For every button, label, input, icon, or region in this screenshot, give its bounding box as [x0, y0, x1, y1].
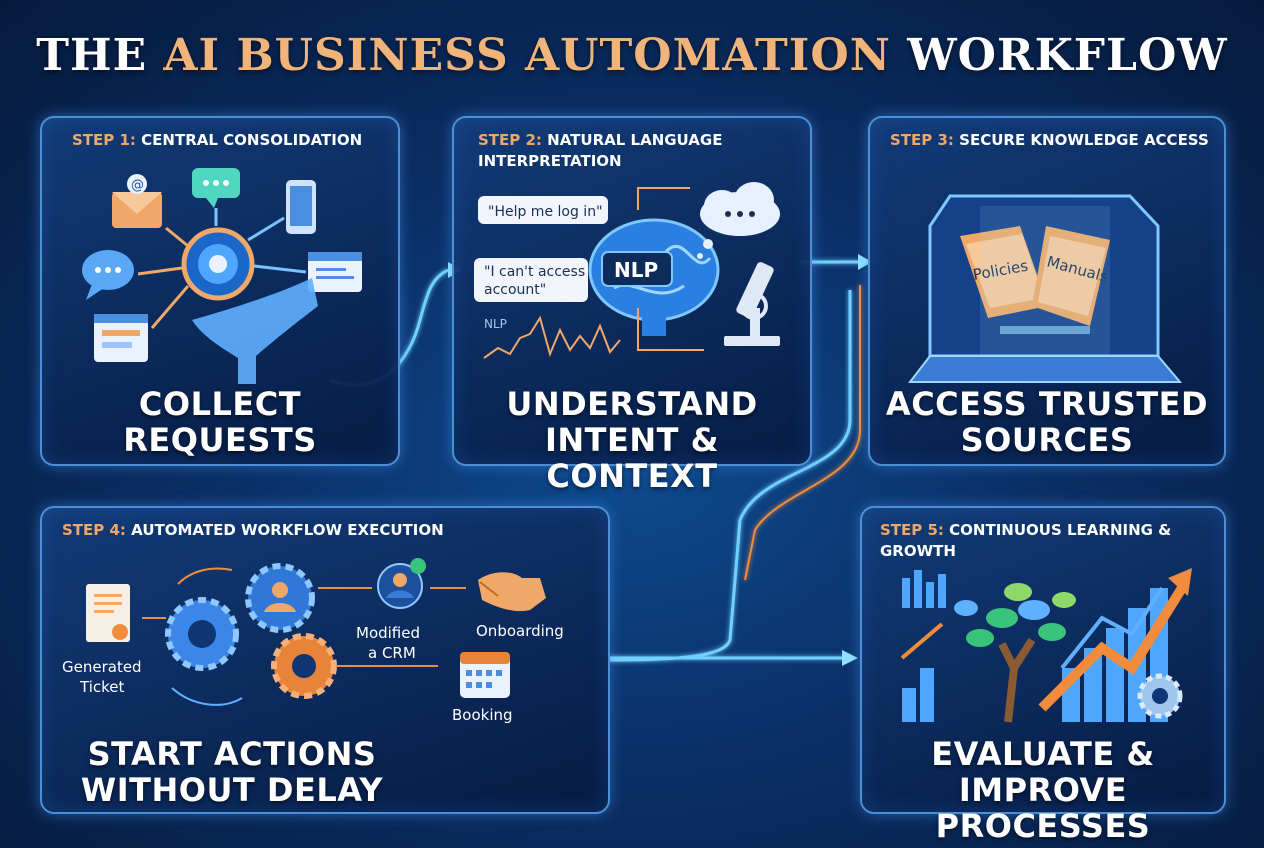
- step-2-illustration: "Help me log in" "I can't access account"…: [474, 182, 780, 359]
- gear-icon: [1137, 673, 1183, 719]
- user-icon: [245, 563, 315, 633]
- email-icon: @: [112, 174, 162, 228]
- svg-text:Modified: Modified: [356, 624, 420, 642]
- step-4-illustration: Generated Ticket Modified a CRM Onboardi…: [62, 558, 564, 724]
- arrow-up-icon: [1038, 568, 1192, 712]
- tree-icon: [954, 583, 1076, 723]
- gear-icon-2: [271, 633, 337, 699]
- web-form-icon: [308, 252, 362, 292]
- step-5-illustration: [900, 568, 1192, 723]
- folder-icon: Policies: [960, 226, 1048, 318]
- wave-chart: NLP: [483, 315, 621, 359]
- title-prefix: THE: [36, 30, 164, 81]
- phone-icon: [286, 180, 316, 234]
- svg-text:NLP: NLP: [484, 317, 507, 331]
- svg-text:"I can't access: "I can't access: [484, 264, 585, 280]
- svg-text:@: @: [131, 178, 144, 193]
- svg-text:Ticket: Ticket: [79, 678, 124, 696]
- chat-icon: [192, 168, 240, 208]
- step-3-card: STEP 3: SECURE KNOWLEDGE ACCESS Policies…: [868, 116, 1226, 466]
- svg-text:"Help me log in": "Help me log in": [488, 204, 603, 220]
- svg-text:Onboarding: Onboarding: [476, 622, 564, 640]
- nlp-badge: NLP: [601, 251, 673, 287]
- step-1-illustration: @: [82, 168, 362, 384]
- step-3-label: STEP 3: SECURE KNOWLEDGE ACCESS: [890, 131, 1209, 149]
- step-3-illustration: Policies Manuals: [907, 194, 1183, 383]
- message-icon: [82, 250, 134, 300]
- step-2-card: STEP 2: NATURAL LANGUAGE INTERPRETATION …: [452, 116, 812, 494]
- calendar-icon: [460, 652, 510, 698]
- handshake-icon: [478, 572, 546, 612]
- step-1-label: STEP 1: CENTRAL CONSOLIDATION: [72, 131, 363, 149]
- step-4-label: STEP 4: AUTOMATED WORKFLOW EXECUTION: [62, 521, 444, 539]
- page-title: THE AI BUSINESS AUTOMATION WORKFLOW: [0, 30, 1264, 81]
- svg-text:account": account": [484, 282, 546, 298]
- cloud-icon: [697, 182, 780, 259]
- svg-text:Booking: Booking: [452, 706, 513, 724]
- speech-bubble-1: "Help me log in": [478, 196, 608, 224]
- crm-avatar: [377, 558, 426, 609]
- step-5-headline: EVALUATE &IMPROVE PROCESSES: [931, 735, 1155, 845]
- microscope-icon: [724, 262, 780, 346]
- funnel-icon: [192, 278, 318, 384]
- hub-icon: [181, 227, 255, 301]
- svg-text:Generated: Generated: [62, 658, 142, 676]
- svg-text:a CRM: a CRM: [368, 644, 416, 662]
- svg-text:NLP: NLP: [614, 258, 658, 282]
- step-5-card: STEP 5: CONTINUOUS LEARNING & GROWTH EVA…: [860, 506, 1226, 844]
- title-accent: AI BUSINESS AUTOMATION: [163, 30, 891, 81]
- web-form-icon-2: [94, 314, 148, 362]
- step-2-label: STEP 2: NATURAL LANGUAGE INTERPRETATION: [478, 131, 723, 170]
- bar-equalizer-icon: [902, 570, 946, 608]
- gear-icon: [165, 597, 239, 671]
- title-suffix: WORKFLOW: [890, 30, 1228, 81]
- step-5-label: STEP 5: CONTINUOUS LEARNING & GROWTH: [880, 521, 1172, 560]
- step-4-card: STEP 4: AUTOMATED WORKFLOW EXECUTION Gen…: [40, 506, 610, 814]
- ticket-icon: [86, 584, 130, 642]
- folder-icon-2: Manuals: [1032, 226, 1110, 326]
- speech-bubble-2: "I can't access account": [474, 258, 588, 302]
